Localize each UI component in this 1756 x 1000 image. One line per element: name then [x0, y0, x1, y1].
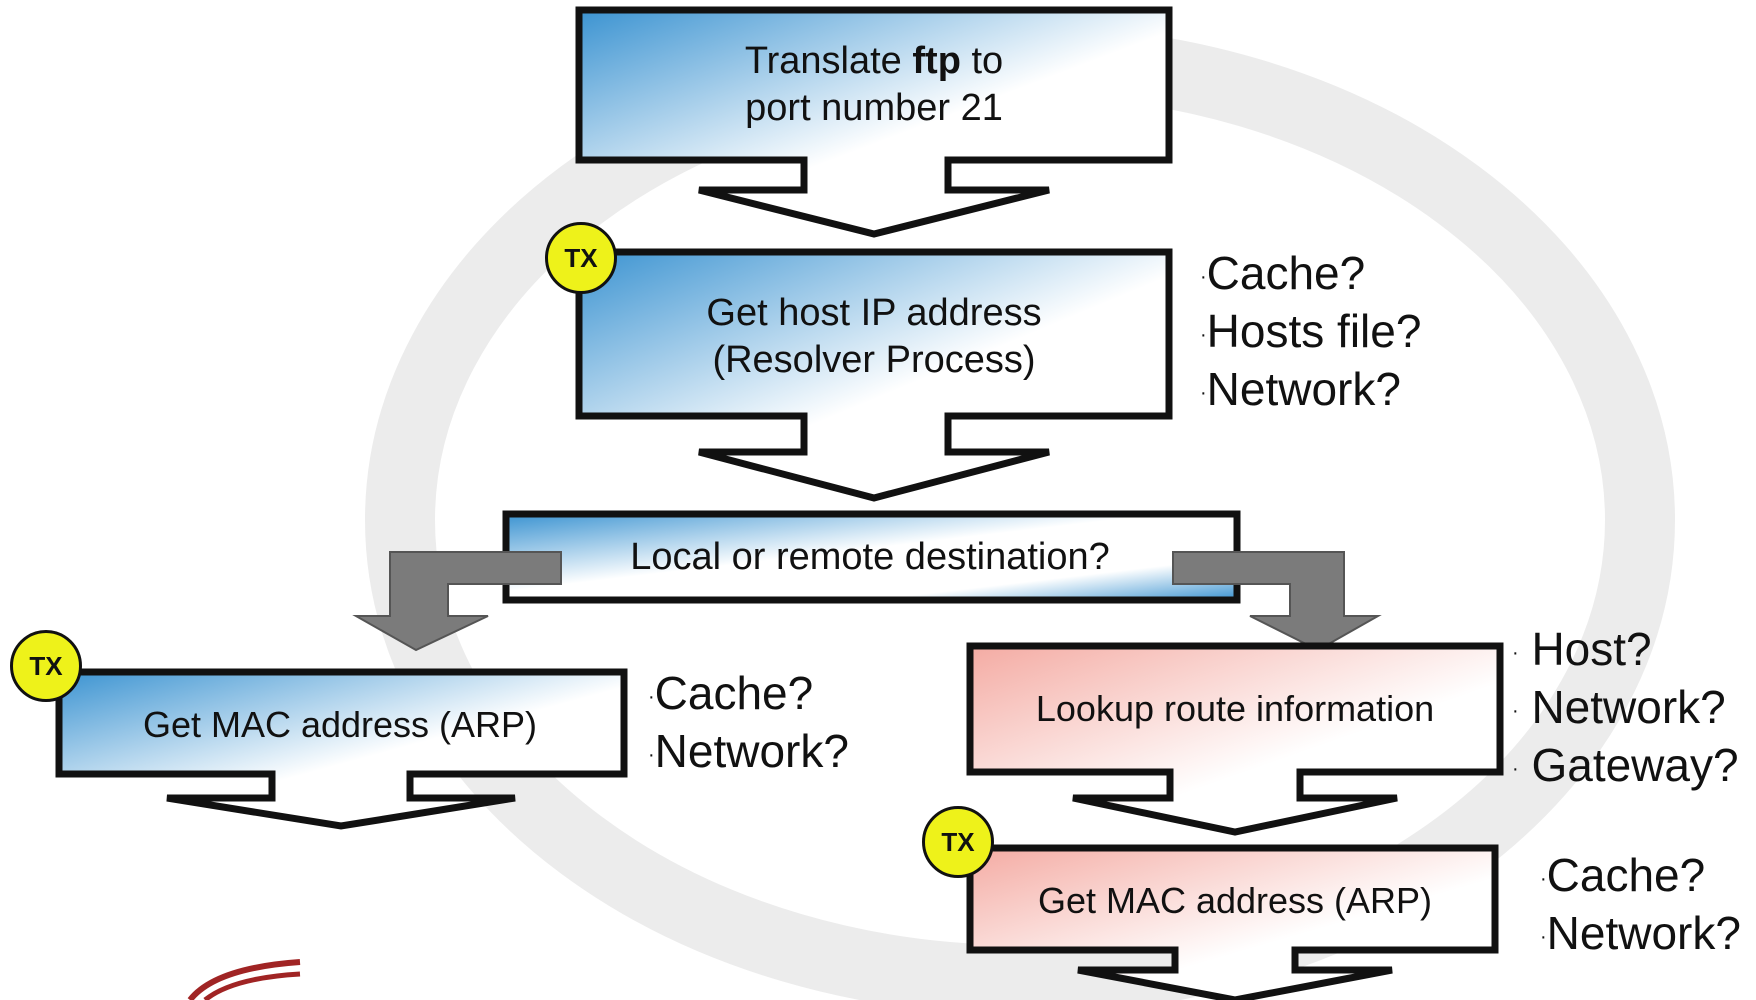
note-item: ·Hosts file? [1200, 304, 1421, 362]
tx-badge: TX [10, 630, 82, 702]
mac-remote-notes: ·Cache? ·Network? [1540, 848, 1741, 964]
bullet: · [1540, 925, 1547, 948]
note-item: ·Cache? [1200, 246, 1421, 304]
tx-badge-label: TX [941, 826, 975, 857]
note-text: Cache? [1546, 849, 1706, 901]
note-text: Cache? [1206, 247, 1366, 299]
resolver-notes: ·Cache? ·Hosts file? ·Network? [1200, 246, 1421, 420]
note-text: Network? [1531, 680, 1726, 733]
tx-badge-label: TX [29, 650, 63, 681]
note-item: ·Network? [648, 724, 849, 782]
note-item: ·Cache? [1540, 848, 1741, 906]
note-item: ·Network? [1200, 362, 1421, 420]
bullet: · [1512, 699, 1519, 722]
route-notes: · Host? · Network? · Gateway? [1512, 622, 1739, 796]
branch-right-arrow [1172, 551, 1382, 652]
bullet: · [1200, 265, 1207, 288]
note-text: Gateway? [1531, 738, 1739, 791]
bullet: · [1540, 867, 1547, 890]
note-item: · Network? [1512, 680, 1739, 738]
note-item: · Host? [1512, 622, 1739, 680]
note-text: Hosts file? [1206, 304, 1422, 357]
bullet: · [648, 685, 655, 708]
decide-box [502, 510, 1241, 604]
mac-remote-box [966, 844, 1499, 1000]
tx-badge: TX [922, 806, 994, 878]
bullet: · [1512, 641, 1519, 664]
resolve-box [575, 248, 1173, 502]
note-text: Network? [1206, 362, 1401, 415]
tx-badge-label: TX [564, 242, 598, 273]
note-text: Cache? [654, 667, 814, 719]
logo-fragment-2 [203, 971, 301, 1000]
note-text: Host? [1531, 623, 1652, 675]
logo-fragment [187, 959, 301, 1000]
note-text: Network? [654, 724, 849, 777]
route-box [966, 642, 1504, 836]
bullet: · [1200, 323, 1207, 346]
tx-badge: TX [545, 222, 617, 294]
note-item: ·Network? [1540, 906, 1741, 964]
bullet: · [648, 743, 655, 766]
mac-local-box [55, 668, 628, 830]
note-item: ·Cache? [648, 666, 849, 724]
bullet: · [1200, 381, 1207, 404]
translate-box [575, 6, 1173, 238]
mac-local-notes: ·Cache? ·Network? [648, 666, 849, 782]
bullet: · [1512, 757, 1519, 780]
note-text: Network? [1546, 906, 1741, 959]
branch-left-arrow [352, 551, 562, 652]
note-item: · Gateway? [1512, 738, 1739, 796]
